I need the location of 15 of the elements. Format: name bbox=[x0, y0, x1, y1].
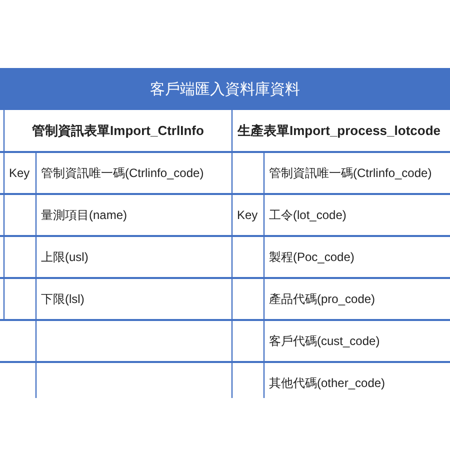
key-label: Key bbox=[8, 165, 31, 182]
column-heading: 生產表單Import_process_lotcode bbox=[236, 122, 442, 140]
field-name: 下限(lsl) bbox=[40, 290, 86, 308]
field-name: 上限(usl) bbox=[40, 248, 90, 266]
field-name: 客戶代碼(cust_code) bbox=[268, 332, 381, 350]
field-name: 製程(Poc_code) bbox=[268, 248, 356, 266]
field-name: 其他代碼(other_code) bbox=[268, 374, 386, 392]
table-title: 客戶端匯入資料庫資料 bbox=[0, 68, 450, 110]
column-heading: 管制資訊表單Import_CtrlInfo bbox=[31, 122, 205, 140]
field-name: 工令(lot_code) bbox=[268, 206, 348, 224]
field-name: 管制資訊唯一碼(Ctrlinfo_code) bbox=[268, 164, 433, 182]
field-name: 量測項目(name) bbox=[40, 206, 128, 224]
field-name: 管制資訊唯一碼(Ctrlinfo_code) bbox=[40, 164, 205, 182]
field-name: 產品代碼(pro_code) bbox=[268, 290, 376, 308]
key-label: Key bbox=[236, 207, 259, 224]
